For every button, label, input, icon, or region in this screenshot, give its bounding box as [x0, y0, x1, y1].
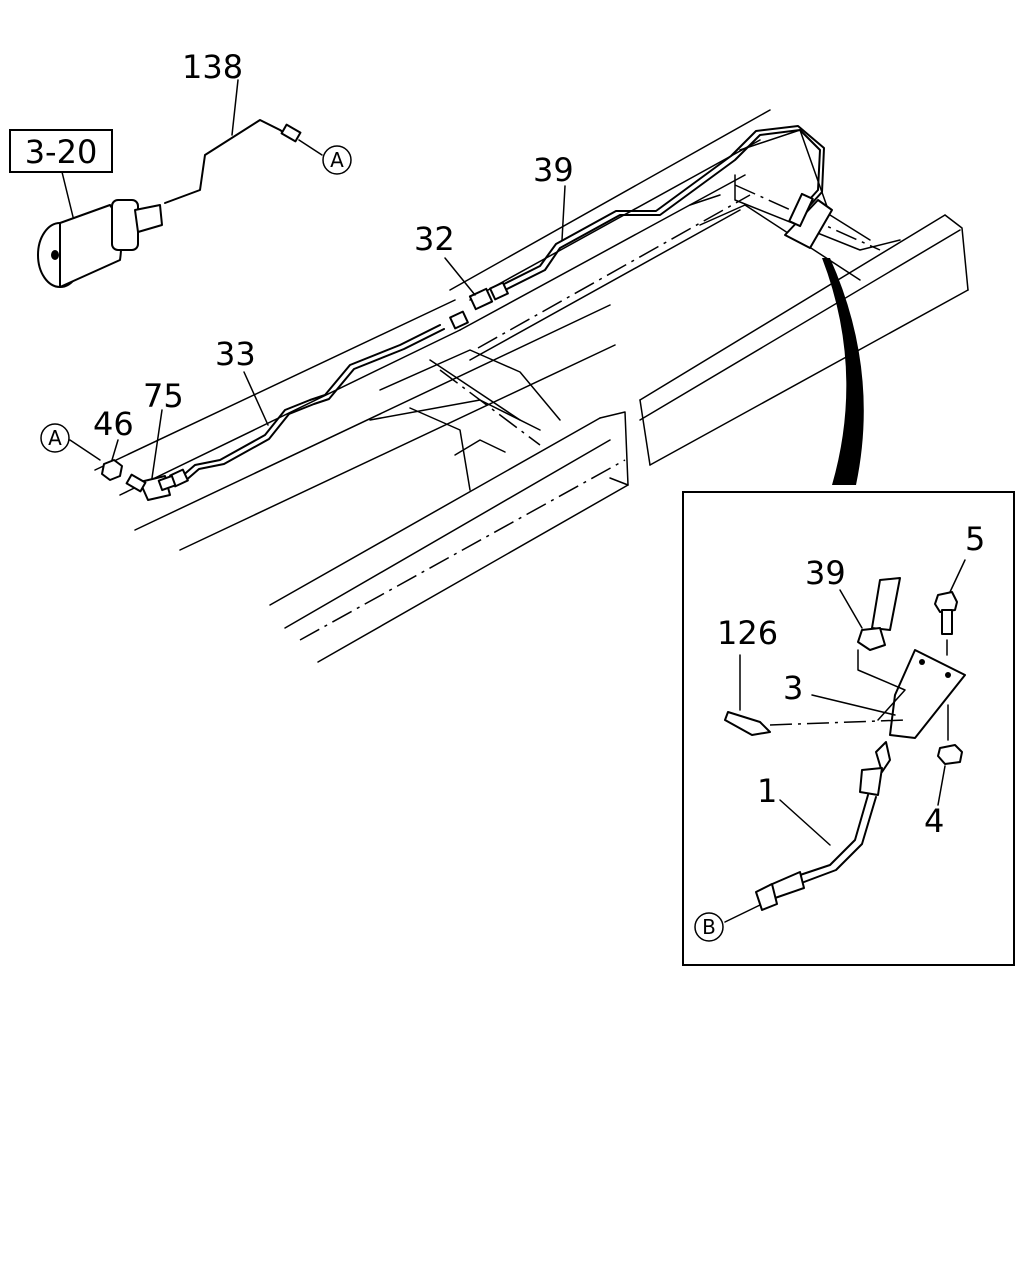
part-label-32[interactable]: 32 [414, 220, 455, 258]
nut-46 [101, 459, 123, 481]
detail-callout-arrow [822, 258, 864, 485]
connector-a-top[interactable]: A [322, 145, 352, 175]
connector-75 [125, 473, 177, 501]
part-label-4[interactable]: 4 [924, 802, 944, 840]
part-label-33[interactable]: 33 [215, 335, 256, 373]
part-label-46[interactable]: 46 [93, 405, 134, 443]
part-label-39-detail[interactable]: 39 [805, 554, 846, 592]
connector-a-top-label: A [330, 148, 344, 172]
pipe-bracket [784, 192, 833, 249]
part-label-75[interactable]: 75 [143, 377, 184, 415]
connector-b-detail-label: B [702, 915, 716, 939]
detail-box [682, 491, 1015, 966]
master-cylinder [37, 199, 163, 288]
connector-a-left[interactable]: A [40, 423, 70, 453]
union-fitting [449, 281, 509, 330]
detail-contents [724, 559, 966, 923]
part-label-1[interactable]: 1 [757, 772, 777, 810]
connector-a-left-label: A [48, 426, 62, 450]
part-label-39[interactable]: 39 [533, 151, 574, 189]
part-label-138[interactable]: 138 [182, 48, 243, 86]
part-label-126[interactable]: 126 [717, 614, 778, 652]
part-label-3[interactable]: 3 [783, 669, 803, 707]
reference-box-label: 3-20 [25, 133, 98, 171]
part-label-5[interactable]: 5 [965, 520, 985, 558]
connector-b-detail[interactable]: B [694, 912, 724, 942]
reference-box[interactable]: 3-20 [9, 129, 113, 173]
